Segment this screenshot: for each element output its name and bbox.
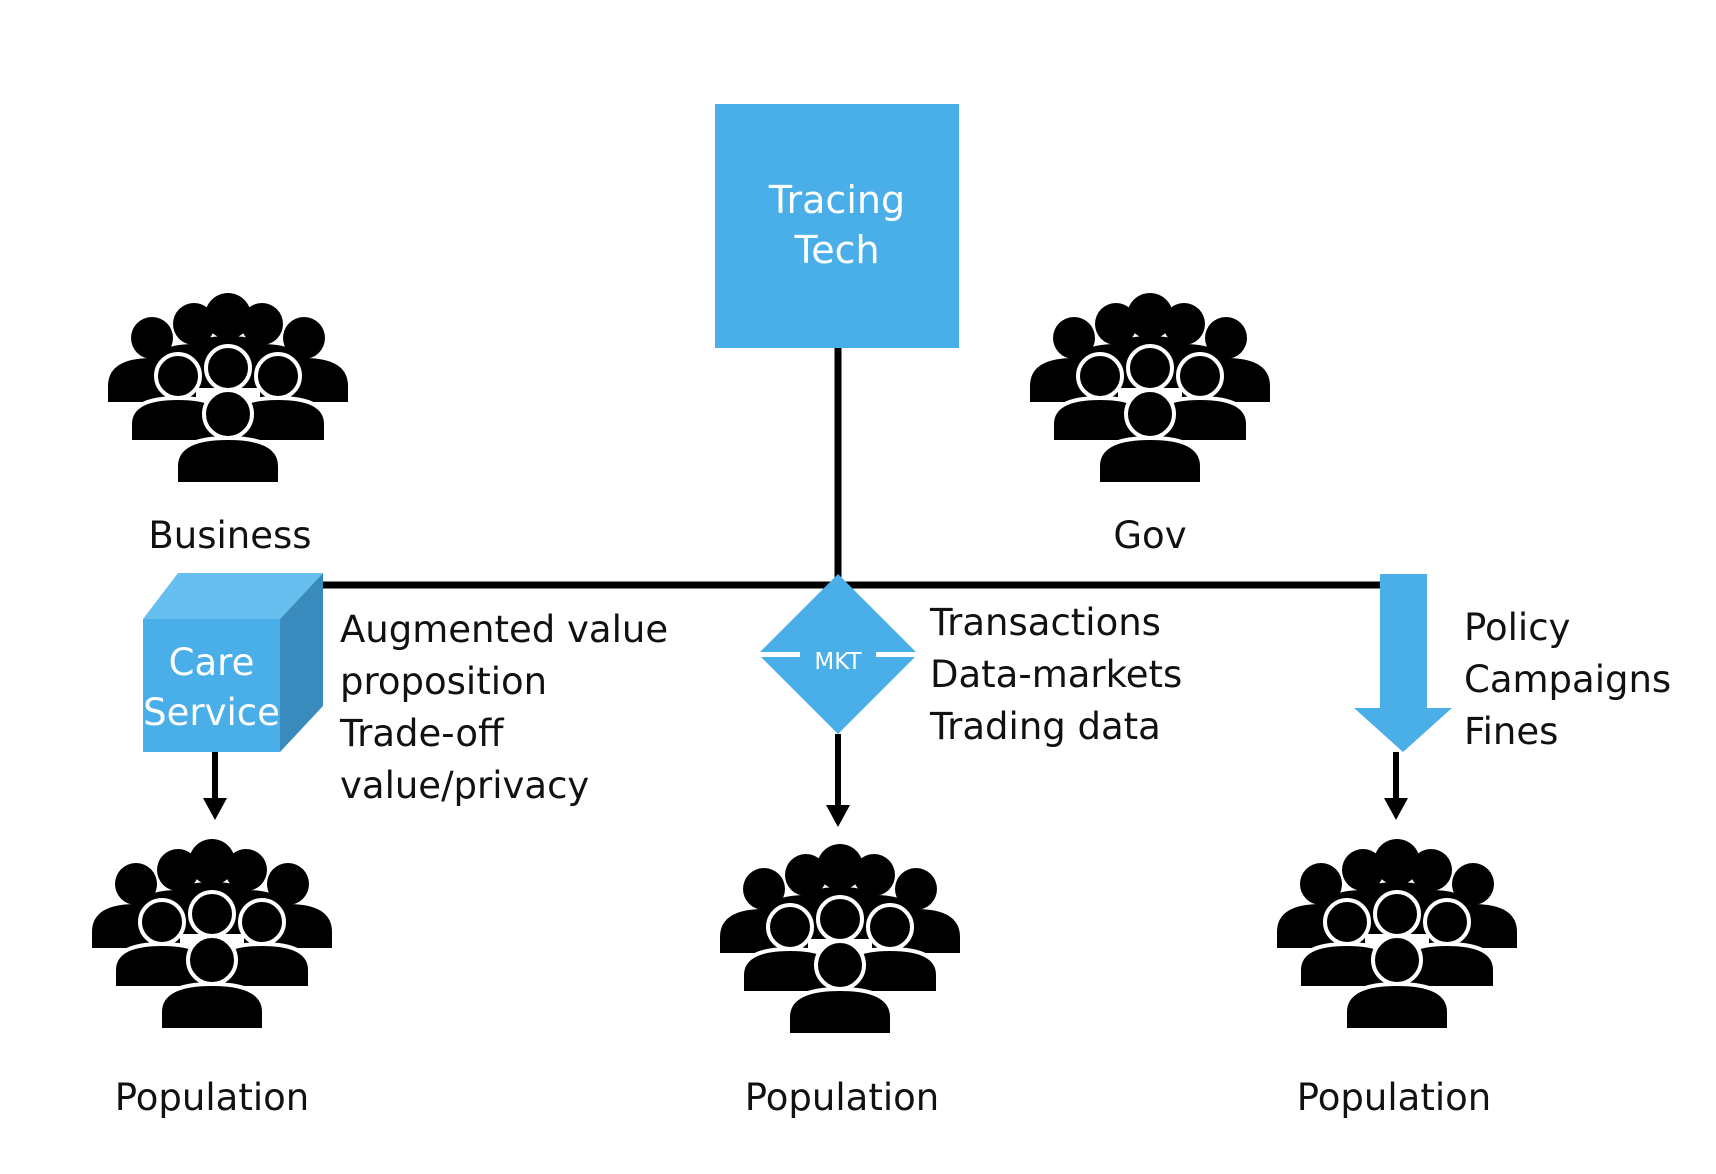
population-right-label: Population bbox=[1296, 1076, 1492, 1119]
population-right-people-group-icon bbox=[1275, 837, 1519, 1032]
business-label: Business bbox=[148, 514, 312, 557]
business-note: proposition bbox=[340, 660, 548, 703]
market-label: MKT bbox=[814, 649, 862, 675]
business-note: Augmented value bbox=[340, 608, 669, 651]
business-people-group-icon bbox=[106, 291, 350, 486]
gov-channel-down-arrow-icon bbox=[1354, 574, 1452, 752]
gov-note: Policy bbox=[1464, 606, 1571, 649]
tracing-tech-line2: Tech bbox=[794, 228, 880, 272]
tracing-tech-line1: Tracing bbox=[768, 178, 906, 222]
business-note: Trade-off bbox=[340, 712, 504, 755]
gov-label: Gov bbox=[1113, 514, 1187, 557]
market-notes: Transactions Data-markets Trading data bbox=[930, 597, 1182, 753]
business-notes: Augmented value proposition Trade-off va… bbox=[340, 604, 668, 812]
population-center-label: Population bbox=[744, 1076, 940, 1119]
gov-people-group-icon bbox=[1028, 291, 1272, 486]
care-service-line1: Care bbox=[168, 641, 255, 684]
care-service-label: Care Service bbox=[138, 638, 285, 738]
market-diamond-icon bbox=[756, 574, 920, 734]
market-note: Trading data bbox=[930, 705, 1161, 748]
gov-note: Campaigns bbox=[1464, 658, 1672, 701]
tracing-tech-box bbox=[715, 104, 959, 348]
arrow-to-population-left bbox=[203, 752, 227, 820]
care-service-line2: Service bbox=[143, 691, 280, 734]
market-note: Transactions bbox=[930, 601, 1161, 644]
population-center-people-group-icon bbox=[718, 842, 962, 1037]
arrow-to-population-center bbox=[826, 734, 850, 827]
gov-notes: Policy Campaigns Fines bbox=[1464, 602, 1671, 758]
tracing-tech-label: Tracing Tech bbox=[715, 175, 959, 275]
population-left-people-group-icon bbox=[90, 837, 334, 1032]
business-note: value/privacy bbox=[340, 764, 590, 807]
care-service-cube-icon bbox=[143, 573, 323, 752]
gov-note: Fines bbox=[1464, 710, 1559, 753]
market-note: Data-markets bbox=[930, 653, 1183, 696]
arrow-to-population-right bbox=[1384, 752, 1408, 820]
population-left-label: Population bbox=[114, 1076, 310, 1119]
